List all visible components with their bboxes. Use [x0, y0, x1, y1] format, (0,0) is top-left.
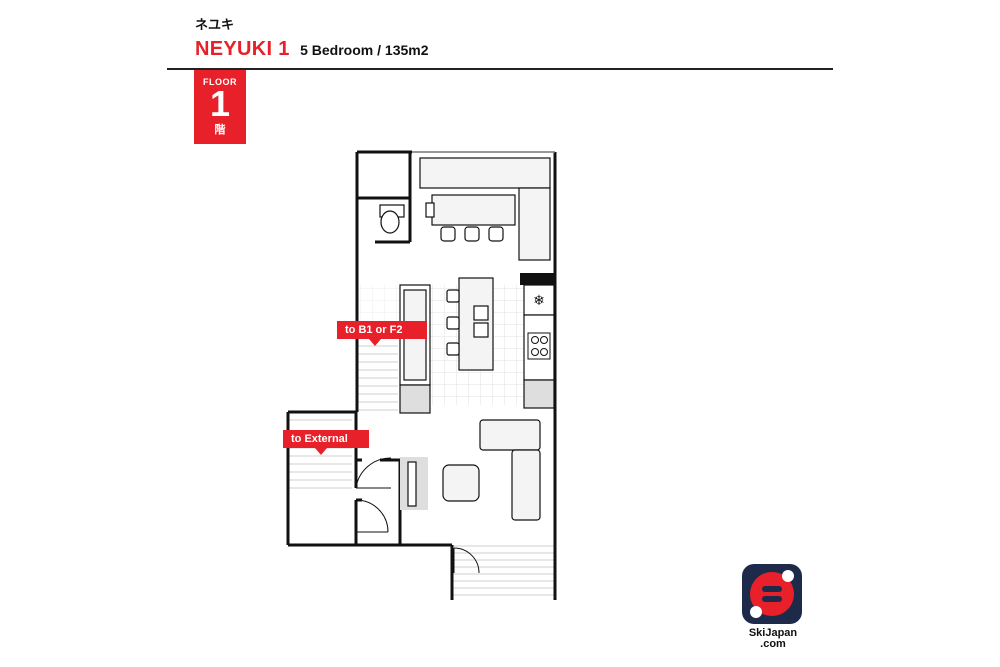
skijapan-logo-icon — [742, 564, 802, 624]
fireplace-block — [520, 273, 555, 285]
toilet-icon — [379, 204, 405, 234]
stairs-b1-f2 — [356, 345, 398, 411]
cooktop-icon — [527, 332, 551, 360]
floor-label: FLOOR — [203, 77, 237, 87]
stairs-b1-f2-label: to B1 or F2 — [337, 321, 427, 346]
lounge-sofa — [400, 419, 541, 521]
title-row: NEYUKI 1 5 Bedroom / 135m2 — [195, 38, 429, 61]
kitchen-island — [446, 277, 494, 371]
logo-line-1: SkiJapan — [748, 627, 798, 639]
header-rule — [167, 68, 833, 70]
dining-set — [419, 157, 551, 261]
floor-number: 1 — [209, 83, 231, 124]
to-external-label: to External — [283, 430, 369, 455]
floor-badge: FLOOR 1 階 — [194, 70, 246, 144]
property-title: NEYUKI 1 — [195, 38, 290, 60]
doors — [355, 457, 480, 574]
kitchen-counter — [523, 284, 555, 409]
kana-title: ネユキ — [195, 17, 235, 32]
floor-kanji: 階 — [214, 124, 226, 136]
skijapan-logo-text: SkiJapan .com — [733, 628, 813, 650]
storage-unit — [399, 284, 431, 414]
logo-line-2: .com — [760, 638, 786, 650]
property-subtitle: 5 Bedroom / 135m2 — [300, 42, 429, 58]
stairs-entry — [452, 545, 555, 596]
freezer-icon: ❄ — [533, 293, 545, 309]
